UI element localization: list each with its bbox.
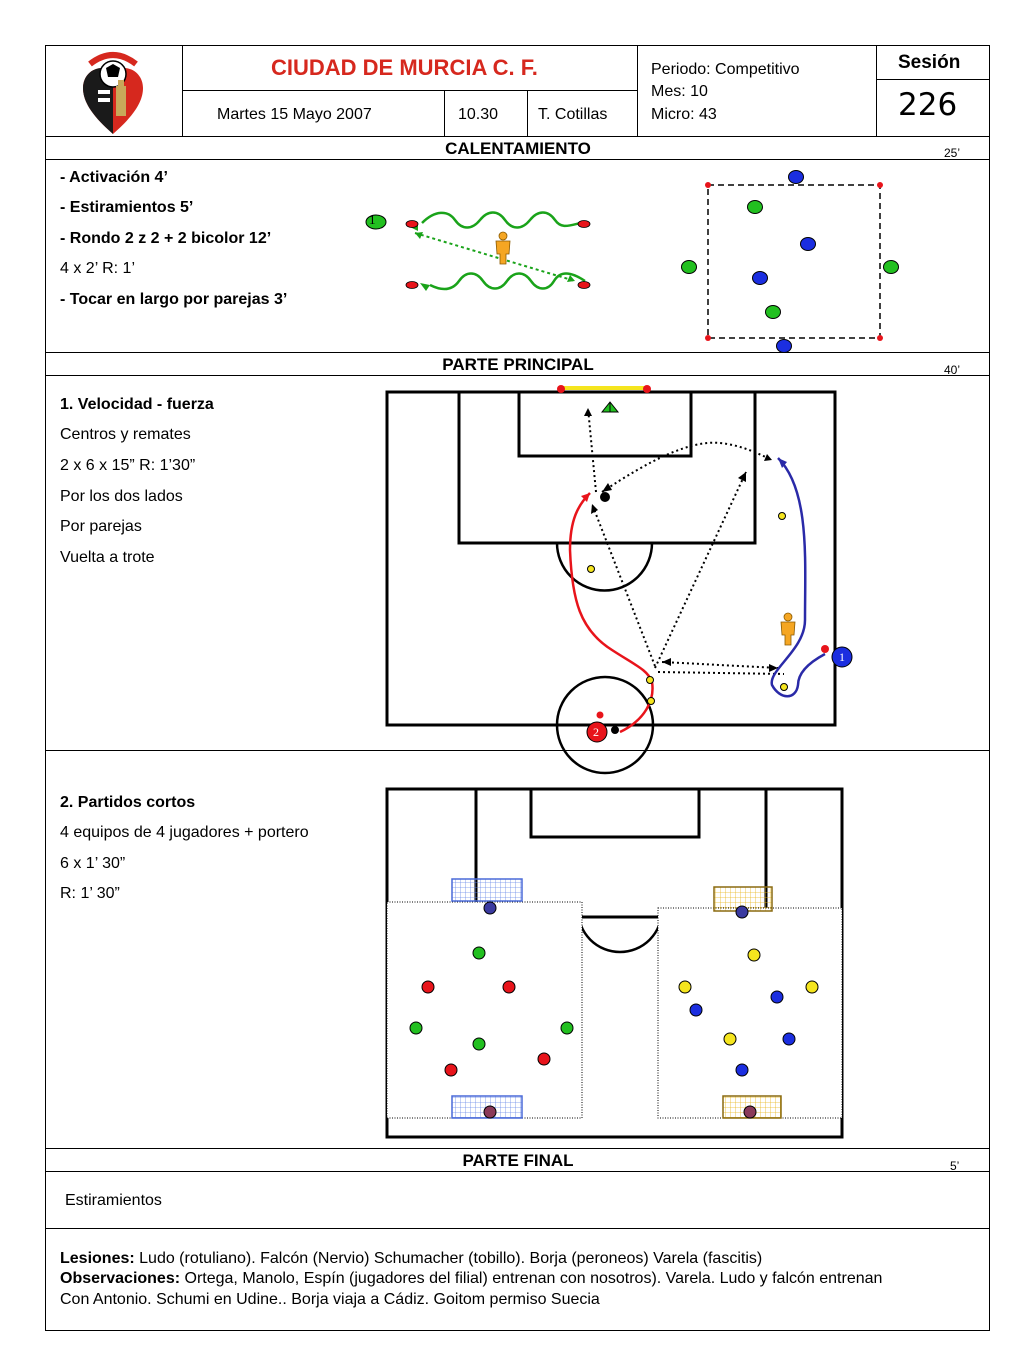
warmup-title: CALENTAMIENTO — [445, 139, 591, 158]
main-title-line — [45, 375, 990, 376]
coach-name: T. Cotillas — [538, 106, 608, 123]
session-time: 10.30 — [458, 106, 499, 123]
injuries-label: Lesiones: — [60, 1250, 135, 1267]
month-label: Mes: 10 — [651, 83, 708, 100]
warmup-item-1: - Activación 4’ — [60, 169, 168, 186]
main-bottom-line — [45, 1148, 990, 1149]
drill-player-number-a: 1 — [839, 650, 845, 664]
small-games-pitch — [385, 787, 844, 1139]
final-title-line — [45, 1171, 990, 1172]
session-label: Sesión — [898, 52, 961, 73]
warmup-item-2: - Estiramientos 5’ — [60, 199, 194, 216]
exercise2-line-3: R: 1’ 30” — [60, 885, 120, 902]
long-pass-diagram — [365, 211, 591, 291]
observations-line: Observaciones: Ortega, Manolo, Espín (ju… — [60, 1269, 882, 1289]
exercise2-line-1: 4 equipos de 4 jugadores + portero — [60, 824, 309, 841]
session-number: 226 — [898, 87, 958, 123]
exercise2-title: 2. Partidos cortos — [60, 794, 196, 811]
club-crest-logo — [83, 52, 143, 134]
session-divider — [876, 45, 877, 136]
exercise1-line-1: Centros y remates — [60, 426, 191, 443]
main-title: PARTE PRINCIPAL — [442, 355, 594, 374]
club-row-line — [182, 90, 637, 91]
date-divider — [444, 90, 445, 136]
exercise2-line-2: 6 x 1’ 30” — [60, 855, 126, 872]
main-minutes: 40’ — [944, 363, 961, 377]
rondo-diagram — [681, 170, 899, 353]
exercise1-line-2: 2 x 6 x 15” R: 1’30” — [60, 457, 196, 474]
observations-label: Observaciones: — [60, 1270, 181, 1287]
warmup-item-3: - Rondo 2 z 2 + 2 bicolor 12’ — [60, 230, 272, 247]
session-date: Martes 15 Mayo 2007 — [217, 106, 372, 123]
crossing-drill-pitch — [385, 385, 853, 775]
micro-label: Micro: 43 — [651, 106, 717, 123]
info-divider — [637, 45, 638, 136]
session-sheet-frame — [45, 45, 990, 1331]
final-text: Estiramientos — [65, 1192, 162, 1209]
exercise1-title: 1. Velocidad - fuerza — [60, 396, 214, 413]
time-divider — [527, 90, 528, 136]
injuries-text: Ludo (rotuliano). Falcón (Nervio) Schuma… — [139, 1250, 763, 1267]
warmup-item-4: 4 x 2’ R: 1’ — [60, 260, 135, 277]
drill-player-number-b: 2 — [593, 725, 599, 739]
observations-text-2: Con Antonio. Schumi en Udine.. Borja via… — [60, 1291, 600, 1308]
exercise1-line-3: Por los dos lados — [60, 488, 183, 505]
warmup-item-5: - Tocar en largo por parejas 3’ — [60, 291, 288, 308]
header-bottom-line — [45, 136, 990, 137]
exercise-divider-line — [45, 750, 990, 751]
exercise1-line-4: Por parejas — [60, 518, 142, 535]
warmup-bottom-line — [45, 352, 990, 353]
final-title: PARTE FINAL — [462, 1151, 574, 1170]
final-bottom-line — [45, 1228, 990, 1229]
exercise1-line-5: Vuelta a trote — [60, 549, 155, 566]
warmup-minutes: 25’ — [944, 146, 961, 160]
session-row-line — [876, 79, 990, 80]
club-name: CIUDAD DE MURCIA C. F. — [271, 55, 538, 80]
observations-text: Ortega, Manolo, Espín (jugadores del fil… — [184, 1270, 883, 1287]
injuries-line: Lesiones: Ludo (rotuliano). Falcón (Nerv… — [60, 1249, 762, 1269]
period-label: Periodo: Competitivo — [651, 61, 800, 78]
final-minutes: 5’ — [950, 1159, 960, 1173]
warmup-player-number: 1 — [369, 212, 376, 227]
warmup-title-line — [45, 159, 990, 160]
